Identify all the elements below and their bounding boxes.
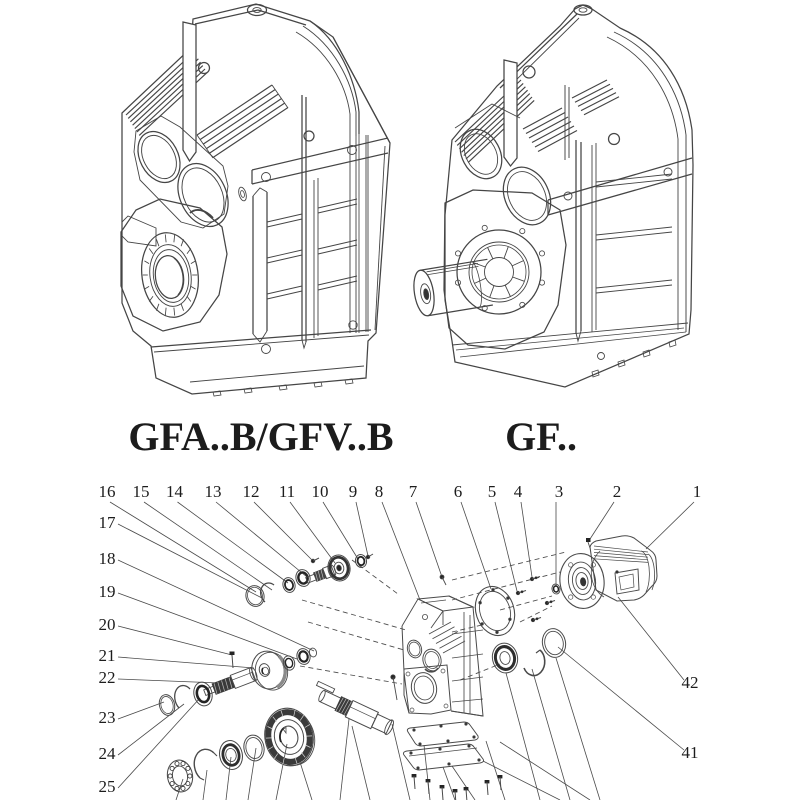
svg-text:11: 11 <box>279 482 295 501</box>
svg-text:4: 4 <box>514 482 523 501</box>
svg-text:23: 23 <box>99 708 116 727</box>
svg-text:18: 18 <box>99 549 116 568</box>
svg-text:41: 41 <box>682 743 699 762</box>
svg-text:13: 13 <box>205 482 222 501</box>
svg-text:14: 14 <box>166 482 184 501</box>
svg-text:16: 16 <box>99 482 116 501</box>
svg-text:3: 3 <box>555 482 564 501</box>
svg-text:25: 25 <box>99 777 116 796</box>
svg-text:GFA..B/GFV..B: GFA..B/GFV..B <box>128 414 393 459</box>
svg-text:15: 15 <box>133 482 150 501</box>
svg-text:6: 6 <box>454 482 463 501</box>
svg-text:17: 17 <box>99 513 117 532</box>
svg-text:9: 9 <box>349 482 358 501</box>
svg-text:22: 22 <box>99 668 116 687</box>
svg-text:2: 2 <box>613 482 622 501</box>
svg-text:20: 20 <box>99 615 116 634</box>
svg-text:42: 42 <box>682 673 699 692</box>
svg-text:GF..: GF.. <box>505 414 577 459</box>
svg-text:1: 1 <box>693 482 702 501</box>
svg-text:24: 24 <box>99 744 117 763</box>
svg-text:19: 19 <box>99 582 116 601</box>
svg-text:7: 7 <box>409 482 418 501</box>
svg-text:5: 5 <box>488 482 497 501</box>
svg-text:8: 8 <box>375 482 384 501</box>
svg-text:10: 10 <box>312 482 329 501</box>
svg-text:21: 21 <box>99 646 116 665</box>
svg-text:12: 12 <box>243 482 260 501</box>
